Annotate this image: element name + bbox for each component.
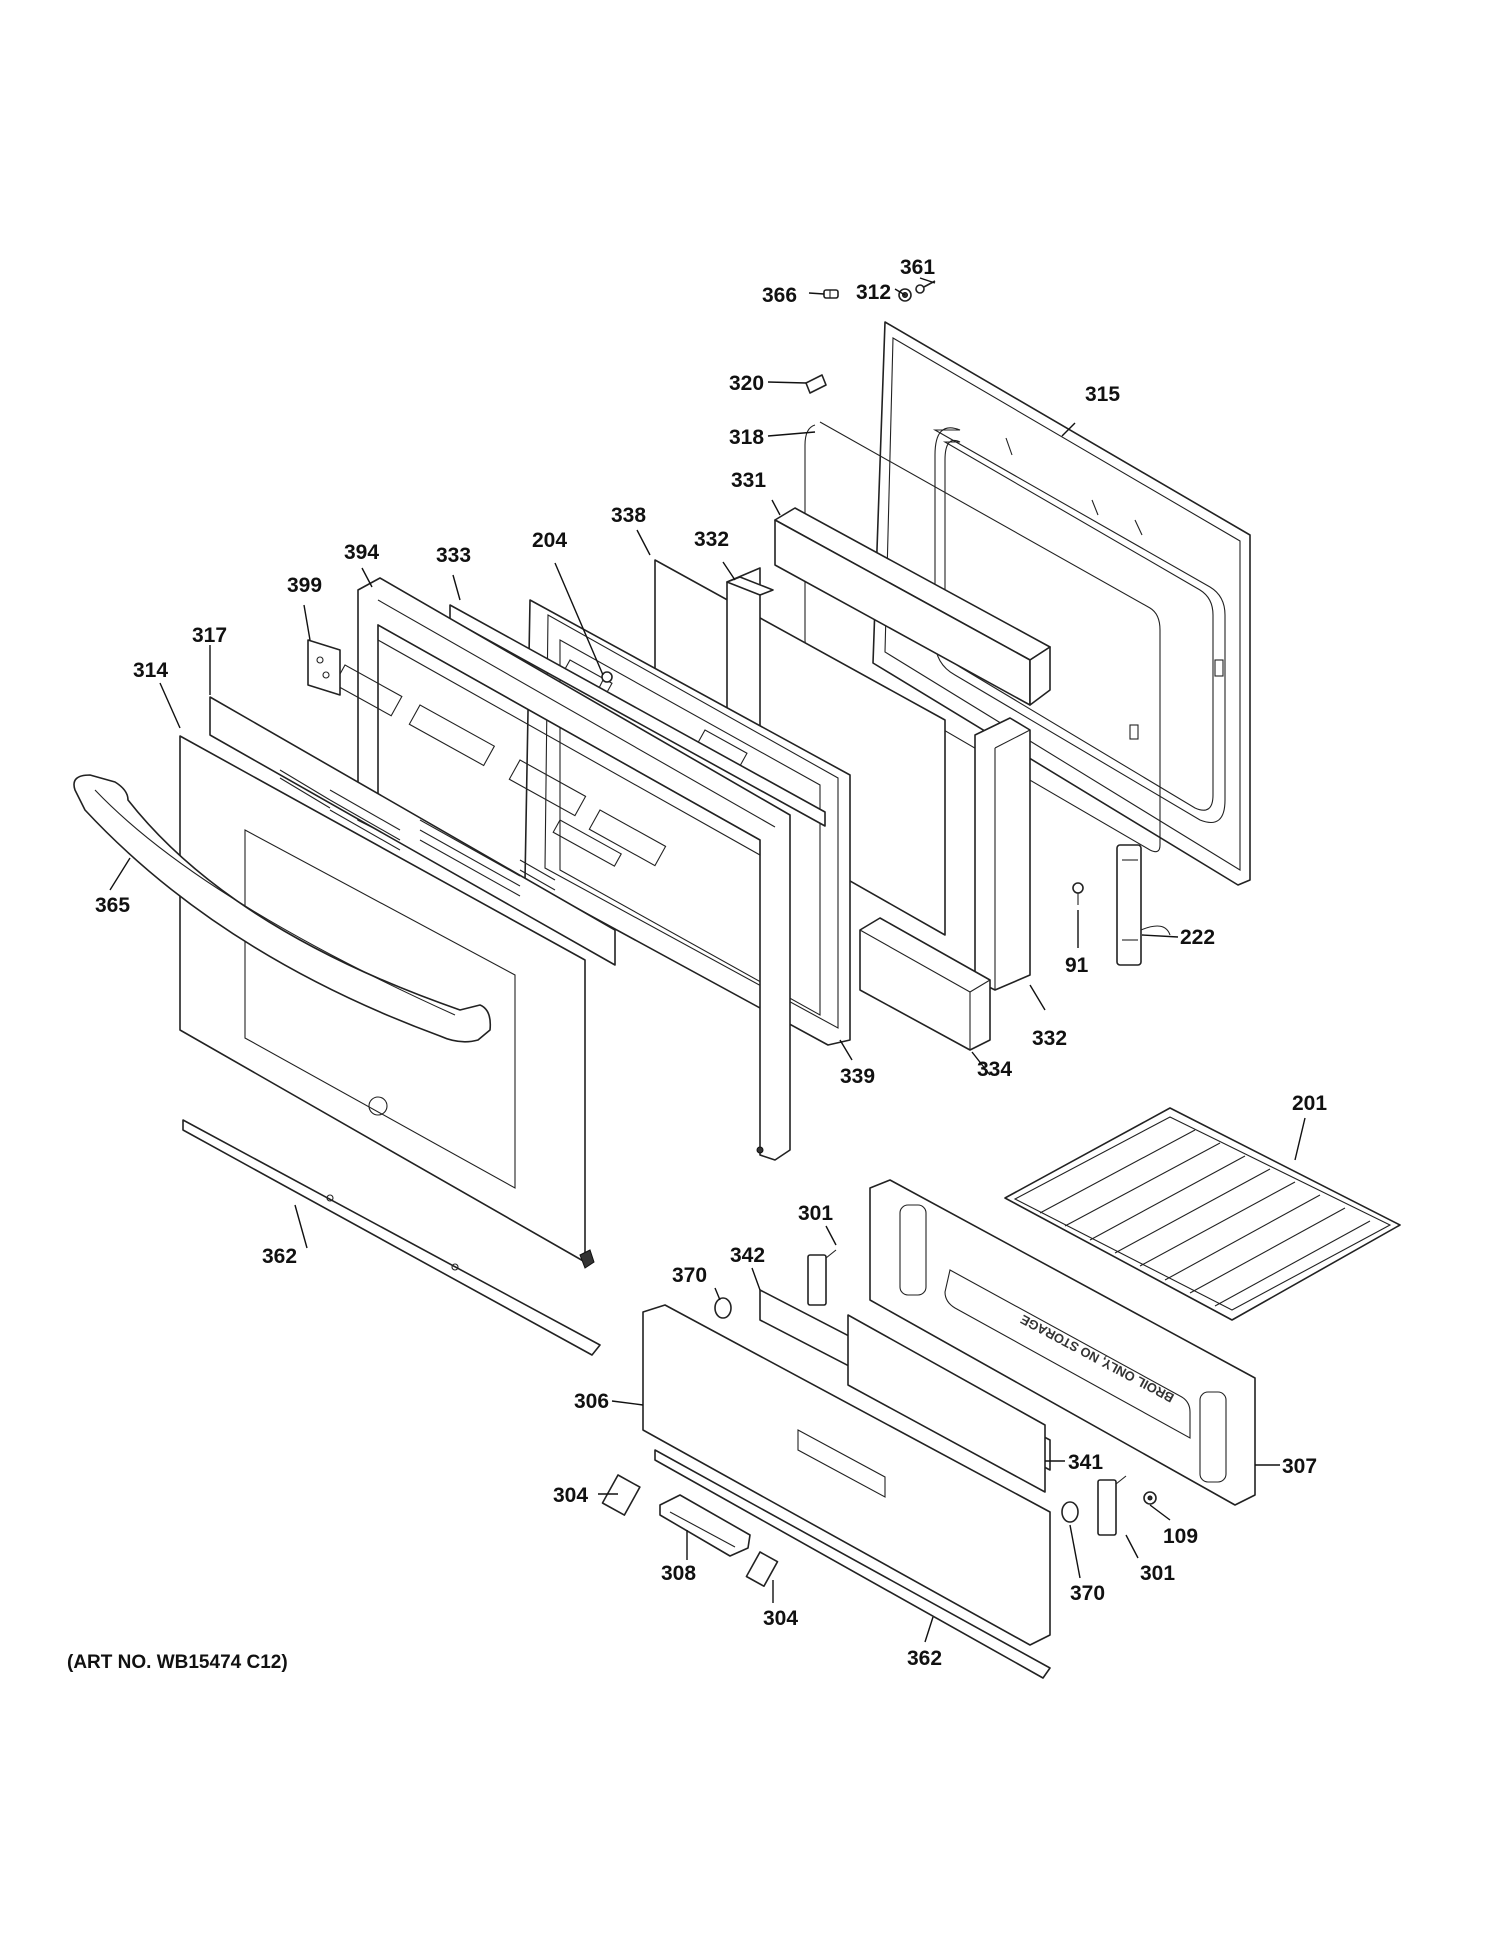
callout-333: 333 <box>436 544 471 567</box>
callout-91: 91 <box>1065 954 1089 977</box>
callout-370-lower: 370 <box>1070 1582 1105 1605</box>
callout-301-upper: 301 <box>798 1202 833 1225</box>
part-304-clip-right <box>745 1551 779 1587</box>
leader-lines <box>109 277 1306 1643</box>
callout-362-upper: 362 <box>262 1245 297 1268</box>
part-362-trim-lower <box>654 1449 1051 1679</box>
part-307-drawer-body: BROIL ONLY, NO STORAGE <box>869 1179 1256 1506</box>
part-334-insulation-bottom <box>859 917 991 1051</box>
callout-394: 394 <box>344 541 379 564</box>
callout-312: 312 <box>856 281 891 304</box>
callout-201: 201 <box>1292 1092 1327 1115</box>
part-332-insulation-right <box>974 717 1031 991</box>
callout-306: 306 <box>574 1390 609 1413</box>
part-370-bumper-upper <box>714 1297 732 1319</box>
callout-338: 338 <box>611 504 646 527</box>
callout-370-upper: 370 <box>672 1264 707 1287</box>
part-301-slide-upper <box>807 1249 837 1306</box>
callout-301-lower: 301 <box>1140 1562 1175 1585</box>
part-306-drawer-front <box>642 1304 1051 1646</box>
callout-365: 365 <box>95 894 130 917</box>
part-201-rack <box>1004 1107 1401 1321</box>
callout-308: 308 <box>661 1562 696 1585</box>
callout-331: 331 <box>731 469 766 492</box>
part-331-insulation <box>774 507 1051 706</box>
part-320-clip <box>805 374 827 394</box>
callout-307: 307 <box>1282 1455 1317 1478</box>
callout-318: 318 <box>729 426 764 449</box>
part-317-vent-panel <box>209 696 616 966</box>
part-304-clip-left <box>601 1474 641 1516</box>
callout-109: 109 <box>1163 1525 1198 1548</box>
callout-332-lower: 332 <box>1032 1027 1067 1050</box>
part-366-screw <box>823 289 839 299</box>
callout-labels: 361 312 366 320 315 318 331 338 332 204 … <box>67 256 1327 1673</box>
callout-304-left: 304 <box>553 1484 588 1507</box>
part-204-screw <box>597 671 613 691</box>
callout-341: 341 <box>1068 1451 1103 1474</box>
part-222-hinge <box>1116 844 1171 966</box>
part-333-strip <box>449 604 826 827</box>
part-362-trim-upper <box>182 1119 601 1356</box>
callout-320: 320 <box>729 372 764 395</box>
callout-314: 314 <box>133 659 168 682</box>
part-301-slide-lower <box>1097 1475 1127 1536</box>
part-341-liner <box>847 1314 1046 1493</box>
callout-304-right: 304 <box>763 1607 798 1630</box>
callout-317: 317 <box>192 624 227 647</box>
part-109-washer <box>1143 1491 1157 1505</box>
part-91-screw <box>1072 882 1084 905</box>
part-399-bracket <box>307 639 341 696</box>
callout-342: 342 <box>730 1244 765 1267</box>
art-number: (ART NO. WB15474 C12) <box>67 1652 288 1673</box>
callout-399: 399 <box>287 574 322 597</box>
callout-204: 204 <box>532 529 567 552</box>
part-365-door-handle <box>73 774 492 1043</box>
part-370-bumper-lower <box>1061 1501 1079 1523</box>
callout-222: 222 <box>1180 926 1215 949</box>
callout-339: 339 <box>840 1065 875 1088</box>
callout-362-lower: 362 <box>907 1647 942 1670</box>
callout-334: 334 <box>977 1058 1012 1081</box>
part-308-drawer-handle <box>659 1494 751 1557</box>
callout-332-upper: 332 <box>694 528 729 551</box>
callout-315: 315 <box>1085 383 1120 406</box>
callout-366: 366 <box>762 284 797 307</box>
part-361-screw <box>915 280 936 294</box>
callout-361: 361 <box>900 256 935 279</box>
